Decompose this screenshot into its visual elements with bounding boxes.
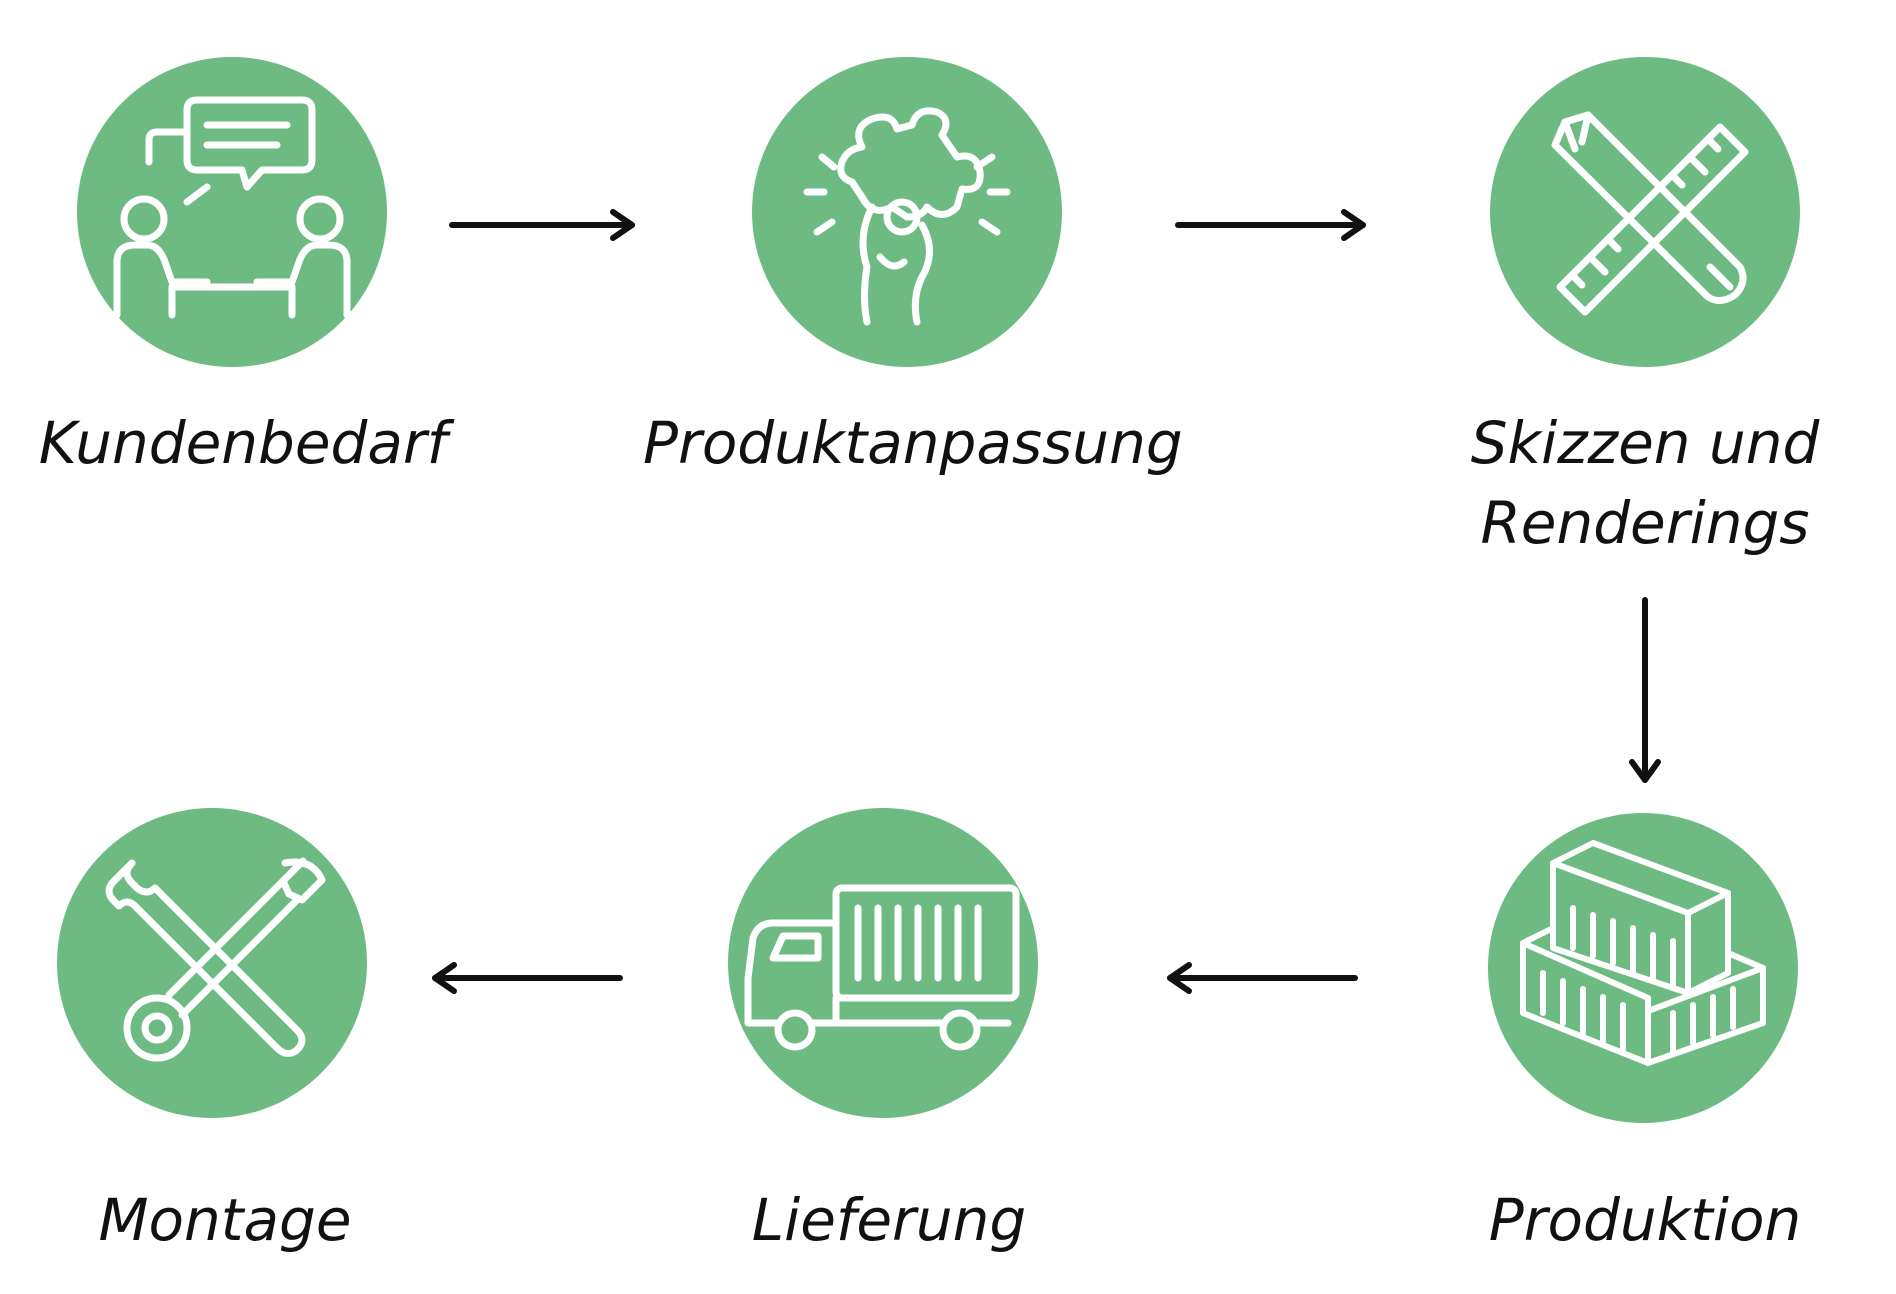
arrow-right-2 — [1175, 209, 1366, 241]
truck-icon — [744, 884, 1020, 1051]
step-6-circle — [57, 808, 367, 1118]
step-3-label: Skizzen und Renderings — [1470, 409, 1820, 557]
arrow-left-2 — [432, 962, 623, 994]
tools-icon — [105, 857, 326, 1062]
step-5-label: Lieferung — [751, 1186, 1027, 1254]
step-6-label: Montage — [98, 1186, 352, 1254]
arrow-left-1 — [1167, 962, 1358, 994]
containers-icon — [1520, 840, 1766, 1066]
step-4-circle — [1488, 813, 1798, 1123]
step-3-circle — [1490, 57, 1800, 367]
step-5-circle — [728, 808, 1038, 1118]
puzzle-hand-icon — [803, 107, 1011, 326]
step-2-circle — [752, 57, 1062, 367]
step-2-label: Produktanpassung — [643, 409, 1183, 477]
step-1-circle — [77, 57, 387, 367]
arrow-down-1 — [1629, 597, 1661, 783]
step-1-label: Kundenbedarf — [38, 409, 448, 477]
arrow-right-1 — [449, 209, 635, 241]
meeting-icon — [113, 96, 351, 319]
step-4-label: Produktion — [1488, 1186, 1802, 1254]
pencil-ruler-icon — [1551, 111, 1749, 316]
